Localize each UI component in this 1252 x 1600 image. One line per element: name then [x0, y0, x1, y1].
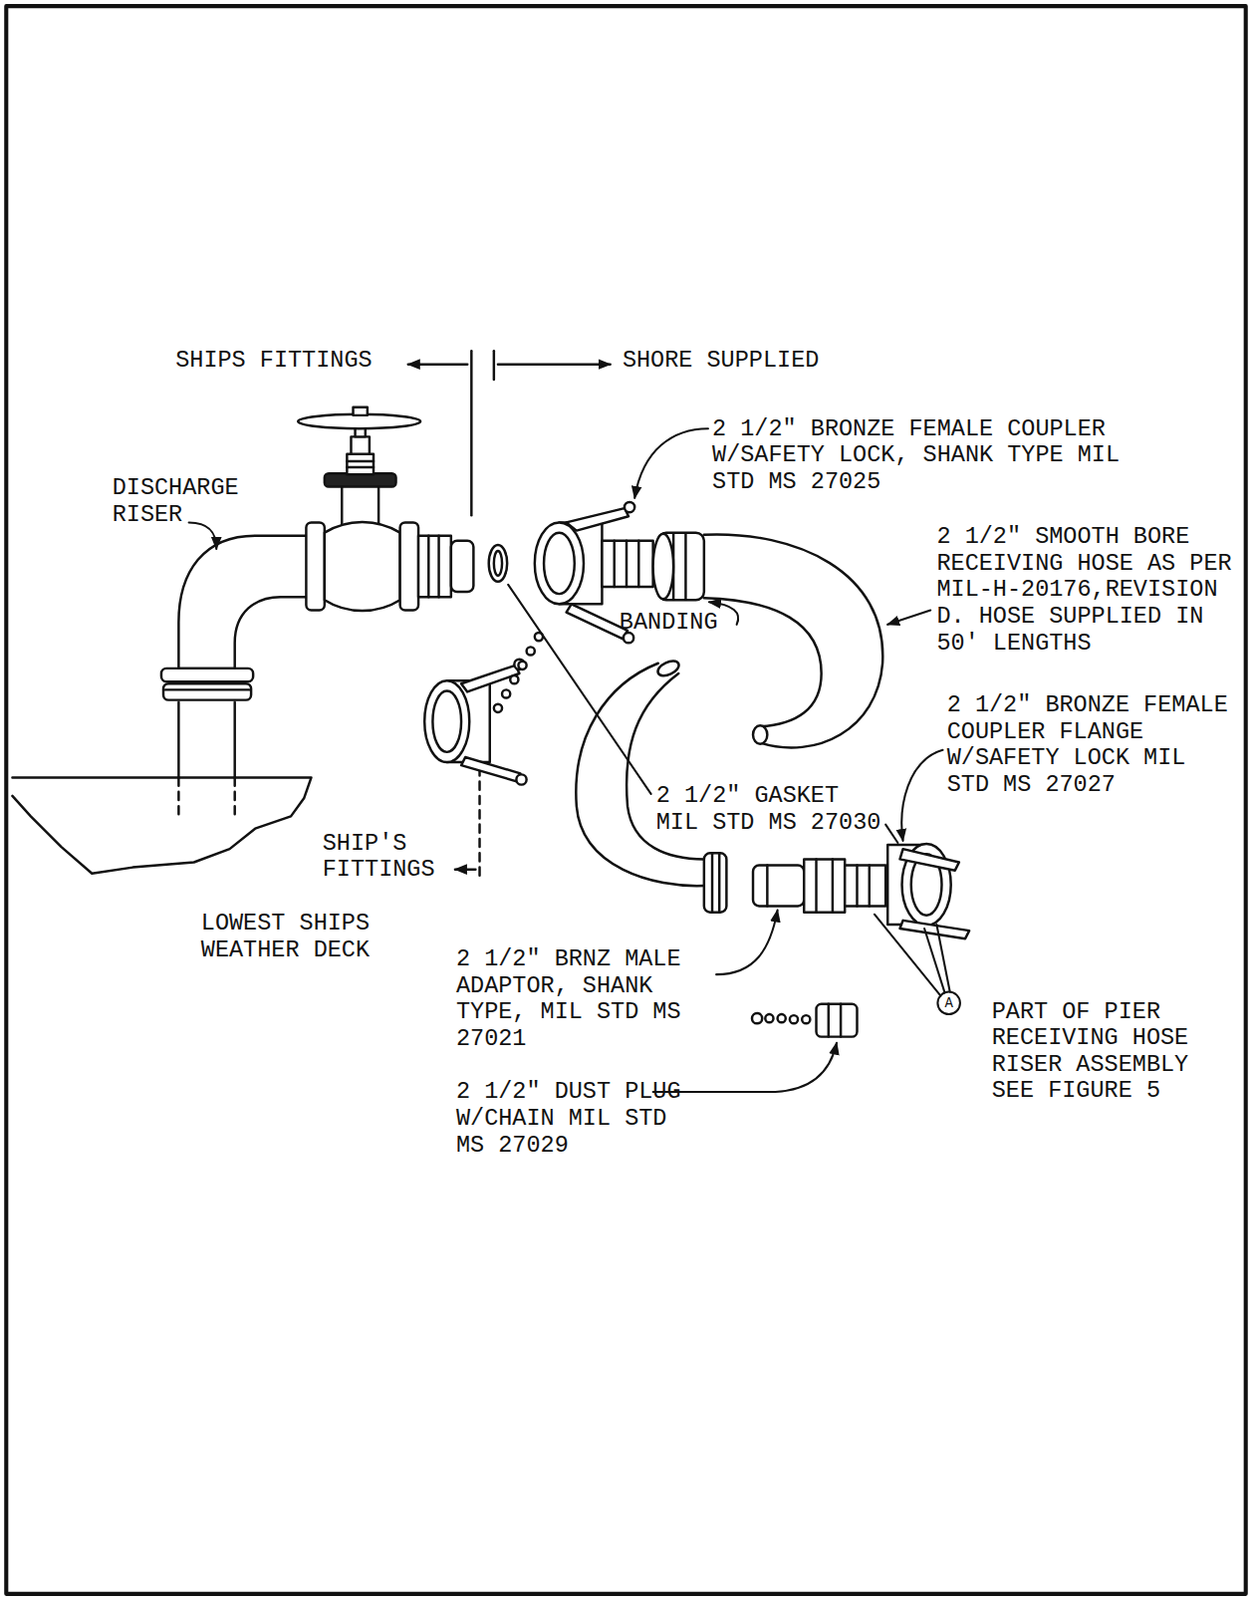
part-label: 2 1/2" BRONZE FEMALE COUPLER FLANGE W/SA… [947, 692, 1235, 798]
part-label: 2 1/2" GASKET MIL STD MS 27030 [656, 782, 887, 836]
part-label: 2 1/2" BRNZ MALE ADAPTOR, SHANK TYPE, MI… [456, 946, 687, 1052]
female-coupler-flange [887, 843, 970, 939]
scope-label: SHORE SUPPLIED [622, 347, 839, 375]
leader-lines [189, 428, 961, 1092]
gasket [489, 544, 507, 582]
part-label: 2 1/2" SMOOTH BORE RECEIVING HOSE AS PER… [936, 523, 1238, 657]
dust-plug [751, 1003, 857, 1037]
ship-dust-cap [424, 659, 526, 785]
receiving-hose [653, 532, 884, 749]
discharge-riser [161, 535, 312, 817]
male-adaptor [752, 858, 886, 912]
part-label: LOWEST SHIPS WEATHER DECK [201, 910, 376, 964]
scope-label: SHIPS FITTINGS [175, 347, 392, 375]
part-label: BANDING [619, 609, 738, 637]
globe-valve [297, 407, 474, 611]
note-label: PART OF PIER RECEIVING HOSE RISER ASSEMB… [992, 999, 1195, 1105]
part-label: 2 1/2" BRONZE FEMALE COUPLER W/SAFETY LO… [712, 416, 1126, 497]
deck [11, 776, 311, 873]
chain [494, 632, 543, 713]
scope-label: SHIP'S FITTINGS [322, 830, 441, 884]
callout-symbol: A [943, 994, 956, 1012]
frame [5, 5, 1246, 1594]
part-label: DISCHARGE RISER [112, 475, 246, 528]
part-label: 2 1/2" DUST PLUG W/CHAIN MIL STD MS 2702… [456, 1078, 687, 1159]
